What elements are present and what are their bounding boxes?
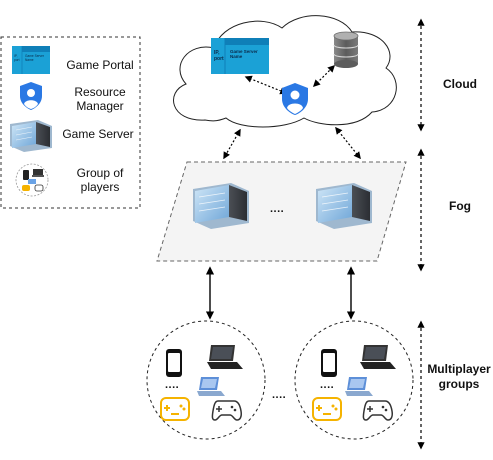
link-portal-rm xyxy=(244,75,288,95)
gamepad-yellow-icon xyxy=(160,397,190,421)
cloud-resource-manager-icon xyxy=(282,83,308,115)
svg-text:Name: Name xyxy=(25,58,34,62)
gamepad-yellow-icon xyxy=(312,397,342,421)
resource-manager-icon xyxy=(20,82,42,110)
tier-label-fog: Fog xyxy=(449,199,471,213)
left-group-devices-ellipsis: .... xyxy=(165,379,180,391)
laptop-blue-icon xyxy=(345,377,373,396)
svg-text:IP,: IP, xyxy=(14,54,18,58)
tier-label-cloud: Cloud xyxy=(443,77,477,91)
right-group-devices-ellipsis: .... xyxy=(320,379,335,391)
game-portal-icon: IP, port Game Server Name xyxy=(12,46,50,74)
svg-text:Name: Name xyxy=(230,54,243,59)
legend-label-game-portal: Game Portal xyxy=(66,58,134,72)
laptop-icon xyxy=(360,345,396,369)
groups-ellipsis: .... xyxy=(272,389,287,401)
legend-label-player-group: Group of players xyxy=(76,166,124,194)
svg-text:port: port xyxy=(14,58,20,62)
laptop-icon xyxy=(207,345,243,369)
gamepad-outline-icon xyxy=(211,400,242,421)
fog-game-server-left-icon xyxy=(193,183,249,229)
svg-text:Game Server: Game Server xyxy=(25,54,45,58)
smartphone-icon xyxy=(166,349,182,377)
fog-game-server-right-icon xyxy=(316,183,372,229)
player-group-icon xyxy=(15,163,49,197)
legend-label-resource-manager: Resource Manager xyxy=(74,85,126,113)
legend-label-game-server: Game Server xyxy=(62,127,134,141)
link-cloud-fog-left xyxy=(223,128,241,160)
gamepad-outline-icon xyxy=(362,400,393,421)
cloud-shape xyxy=(173,15,397,128)
svg-text:port: port xyxy=(214,56,224,62)
svg-text:Game Server: Game Server xyxy=(230,49,258,54)
svg-text:IP,: IP, xyxy=(214,50,220,56)
game-server-icon xyxy=(10,120,52,152)
tier-label-multiplayer-groups: Multiplayer groups xyxy=(427,362,491,391)
laptop-blue-icon xyxy=(197,377,225,396)
link-cloud-fog-right xyxy=(335,126,361,160)
smartphone-icon xyxy=(321,349,337,377)
database-icon xyxy=(333,31,359,68)
cloud-game-portal-icon: IP, port Game Server Name xyxy=(211,38,269,74)
fog-servers-ellipsis: .... xyxy=(270,203,285,215)
link-rm-db xyxy=(312,64,336,88)
legend-box xyxy=(0,36,141,209)
